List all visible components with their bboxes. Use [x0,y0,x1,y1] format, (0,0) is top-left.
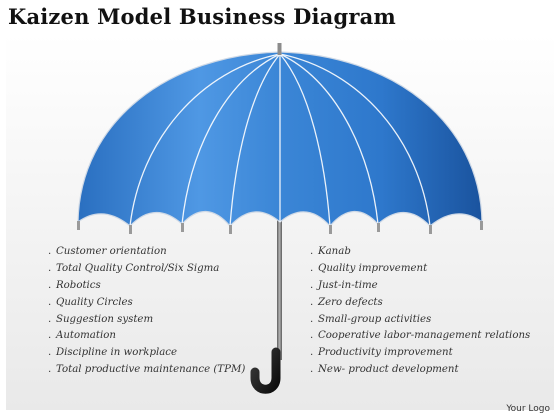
left-principles-list: .Customer orientation .Total Quality Con… [48,244,245,379]
list-item: .Total Quality Control/Six Sigma [48,262,220,274]
list-item: .Productivity improvement [310,347,453,359]
right-principles-list: .Kanab .Quality improvement .Just-in-tim… [310,244,530,379]
list-item: .Just-in-time [310,279,378,291]
umbrella-handle [250,347,281,394]
list-item: .Cooperative labor-management relations [310,330,531,342]
list-item: .Robotics [48,279,101,291]
list-item: .Total productive maintenance (TPM) [48,364,246,376]
list-item: .Small-group activities [310,313,432,325]
logo-text: Your Logo [506,404,550,414]
list-item: .Zero defects [310,296,383,308]
umbrella-shaft [277,200,282,360]
list-item: .Customer orientation [48,246,167,257]
list-item: .Kanab [310,246,351,257]
list-item: .Suggestion system [48,313,154,325]
list-item: .New- product development [310,364,459,376]
list-item: .Discipline in workplace [48,347,178,359]
umbrella-tip [277,43,282,55]
list-item: .Automation [48,330,116,342]
umbrella-ribs [129,53,431,227]
list-item: .Quality improvement [310,262,428,274]
rib-tips [77,221,483,234]
list-item: .Quality Circles [48,296,133,308]
page-title: Kaizen Model Business Diagram [8,4,396,29]
